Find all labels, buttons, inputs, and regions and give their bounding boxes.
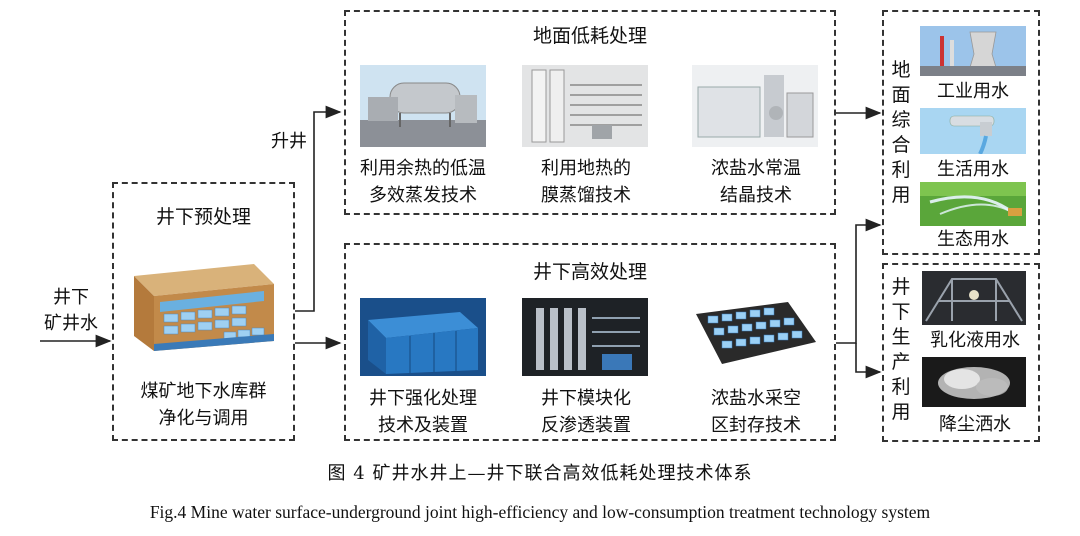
underground-item-3-line1: 浓盐水采空 [711,388,801,409]
lawn-sprinkler-image [920,182,1026,226]
underground-treatment-box: 井下高效处理 井下强化处理 技术及装置 井下模块化 反渗透装 [344,243,836,441]
surface-use-title-char: 用 [891,184,911,206]
underground-item-1-line1: 井下强化处理 [369,388,477,409]
dust-spray-image [922,357,1026,407]
pretreatment-caption-line1: 煤矿地下水库群 [140,381,267,402]
underground-to-production-arrow [855,343,882,379]
goaf-storage-image [692,298,818,376]
surface-item-2-line1: 利用地热的 [541,158,631,179]
underground-item-2-line2: 反渗透装置 [541,415,631,436]
surface-use-item-1: 工业用水 [937,81,1009,102]
underground-item-2-line1: 井下模块化 [541,388,631,409]
enhanced-treatment-device-image [360,298,486,376]
surface-item-3-line2: 结晶技术 [720,185,792,206]
underground-use-title: 井 下 生 产 利 用 [890,275,912,425]
input-label-line2: 矿井水 [44,313,98,334]
underground-to-surface-use-arrow [836,218,882,344]
surface-item-1-line2: 多效蒸发技术 [369,185,477,206]
pretreatment-caption: 煤矿地下水库群 净化与调用 [114,378,293,432]
surface-use-item-2: 生活用水 [937,159,1009,180]
surface-use-title-char: 综 [891,109,911,131]
underground-use-title-char: 井 [891,276,911,298]
power-plant-image [920,26,1026,76]
crystallizer-image [692,65,818,147]
evaporator-image [360,65,486,147]
surface-use-box: 地 面 综 合 利 用 工业用水 生活用水 [882,10,1040,255]
faucet-image [920,108,1026,154]
surface-use-title-char: 合 [891,134,911,156]
surface-item-2-caption: 利用地热的 膜蒸馏技术 [506,155,666,209]
underground-use-title-char: 生 [891,326,911,348]
pretreatment-title: 井下预处理 [155,206,251,228]
surface-use-item-3: 生态用水 [937,229,1009,250]
lift-label: 升井 [271,131,307,152]
underground-use-title-char: 下 [891,301,911,323]
modular-ro-device-image [522,298,648,376]
membrane-distillation-image [522,65,648,147]
input-label-line1: 井下 [53,287,89,308]
input-label: 井下 矿井水 [40,285,102,337]
underground-item-2-caption: 井下模块化 反渗透装置 [506,385,666,439]
lift-arrow [295,105,342,312]
pretreatment-box: 井下预处理 煤矿地下水库群 净化与调用 [112,182,295,441]
surface-item-3-line1: 浓盐水常温 [711,158,801,179]
underground-use-item-1: 乳化液用水 [930,330,1020,351]
figure-caption-english: Fig.4 Mine water surface-underground joi… [149,502,931,522]
surface-use-title-char: 面 [891,84,911,106]
surface-item-3-caption: 浓盐水常温 结晶技术 [676,155,836,209]
surface-use-title-char: 地 [891,59,911,81]
mine-tunnel-image [922,271,1026,325]
surface-use-title: 地 面 综 合 利 用 [890,58,912,208]
underground-use-title-char: 用 [891,401,911,423]
underground-treatment-title: 井下高效处理 [532,261,647,283]
underground-item-3-caption: 浓盐水采空 区封存技术 [676,385,836,439]
underground-use-title-char: 产 [891,351,911,373]
surface-item-2-line2: 膜蒸馏技术 [541,185,631,206]
underground-item-3-line2: 区封存技术 [711,415,801,436]
pretreatment-caption-line2: 净化与调用 [158,408,249,429]
underground-item-1-caption: 井下强化处理 技术及装置 [346,385,500,439]
groundwater-reservoir-image [124,256,282,354]
underground-use-item-2: 降尘洒水 [939,414,1011,435]
surface-treatment-title: 地面低耗处理 [532,25,647,47]
surface-item-1-caption: 利用余热的低温 多效蒸发技术 [346,155,500,209]
figure-caption-chinese: 图 4 矿井水井上—井下联合高效低耗处理技术体系 [327,463,753,484]
underground-use-title-char: 利 [891,376,911,398]
underground-use-box: 井 下 生 产 利 用 乳化液用水 [882,263,1040,442]
surface-treatment-box: 地面低耗处理 利用余热的低温 多效蒸发技术 [344,10,836,215]
surface-item-1-line1: 利用余热的低温 [360,158,486,179]
surface-use-title-char: 利 [891,159,911,181]
underground-item-1-line2: 技术及装置 [378,415,468,436]
